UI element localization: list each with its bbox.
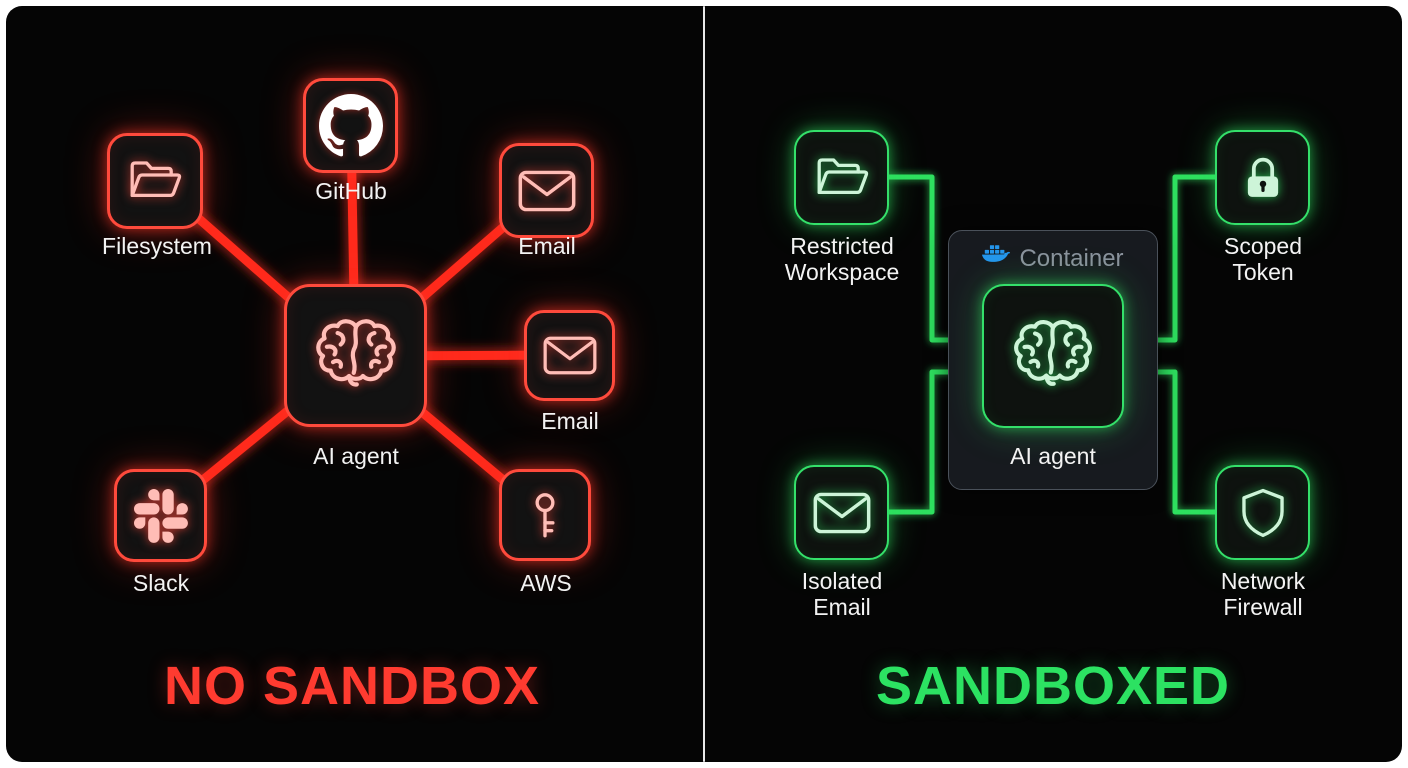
node-network-firewall <box>1215 465 1310 560</box>
node-label-email-top: Email <box>518 233 576 259</box>
node-ai-agent-sandboxed <box>982 284 1124 428</box>
shield-icon <box>1235 485 1291 541</box>
node-label-slack: Slack <box>132 570 190 596</box>
panel-title-sandboxed: SANDBOXED <box>875 656 1231 716</box>
node-isolated-email <box>794 465 889 560</box>
brain-icon <box>310 310 402 402</box>
node-slack <box>114 469 207 562</box>
docker-icon <box>982 245 1011 273</box>
container-header: Container <box>949 231 1157 273</box>
node-label-aws: AWS <box>520 570 572 596</box>
node-label-filesystem: Filesystem <box>102 233 212 259</box>
folder-icon <box>125 151 185 211</box>
node-label-isolated-email: Isolated Email <box>801 568 883 620</box>
node-aws <box>499 469 591 561</box>
slack-icon <box>133 488 188 543</box>
node-label-restricted-workspace: Restricted Workspace <box>784 233 900 285</box>
folder-icon <box>812 148 872 208</box>
panel-divider <box>703 6 705 762</box>
envelope-icon <box>518 169 576 213</box>
node-label-ai-agent: AI agent <box>313 443 399 469</box>
envelope-icon <box>543 335 597 376</box>
node-github <box>303 78 398 173</box>
envelope-icon <box>813 491 871 535</box>
node-label-github: GitHub <box>315 178 387 204</box>
container-label: Container <box>1019 245 1124 272</box>
node-label-ai-agent-sandboxed: AI agent <box>1010 443 1096 469</box>
node-filesystem <box>107 133 203 229</box>
green-wires <box>886 174 1219 515</box>
node-restricted-workspace <box>794 130 889 225</box>
lock-icon <box>1236 151 1290 205</box>
node-label-email-right: Email <box>541 408 599 434</box>
key-icon <box>517 487 573 543</box>
node-email-top <box>499 143 594 238</box>
brain-icon <box>1008 311 1098 401</box>
github-icon <box>318 93 383 158</box>
node-label-network-firewall: Network Firewall <box>1220 568 1306 620</box>
panel-title-no-sandbox: NO SANDBOX <box>163 656 541 716</box>
node-ai-agent <box>284 284 427 427</box>
node-email-right <box>524 310 615 401</box>
node-scoped-token <box>1215 130 1310 225</box>
node-label-scoped-token: Scoped Token <box>1223 233 1302 285</box>
